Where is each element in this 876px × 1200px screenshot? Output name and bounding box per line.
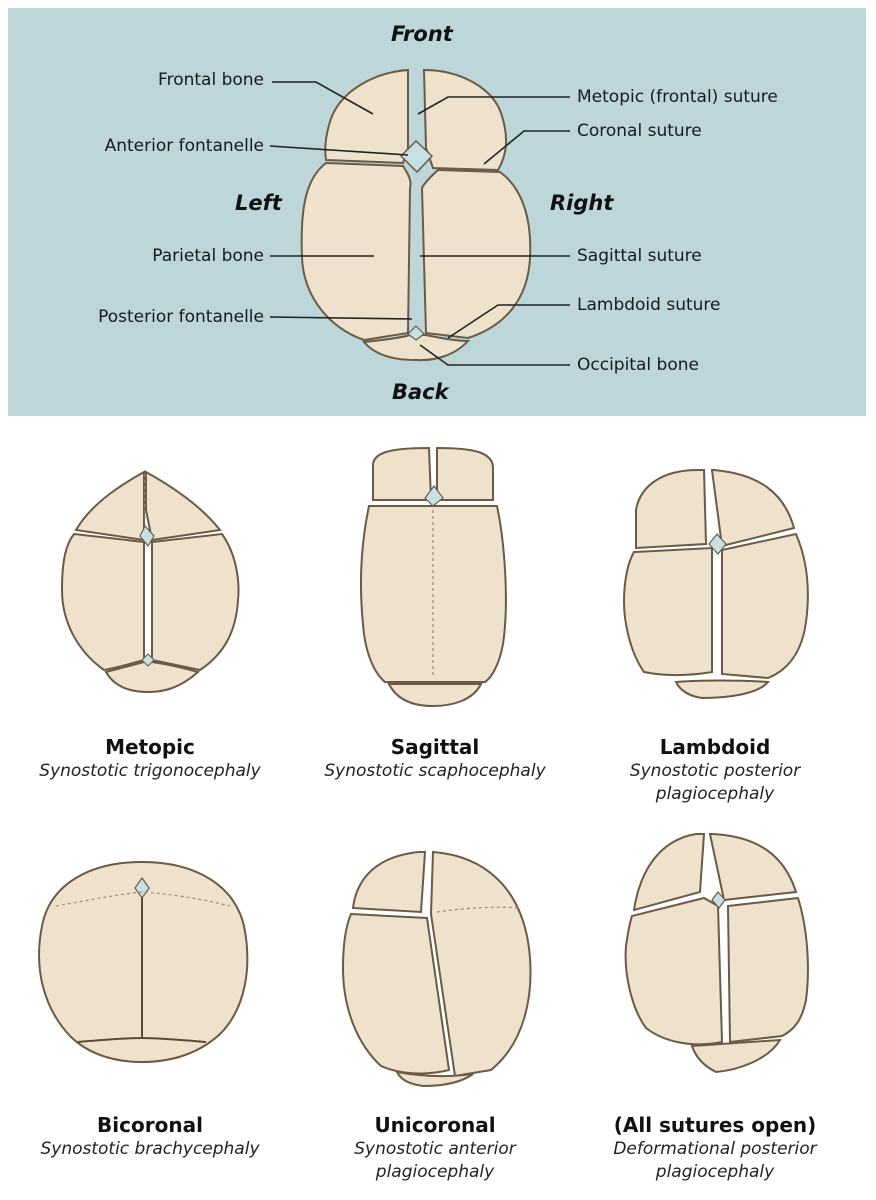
anterior-fontanelle bbox=[134, 876, 150, 900]
caption-title: Sagittal bbox=[390, 735, 480, 759]
caption-subtitle: Synostotic brachycephaly bbox=[40, 1139, 260, 1159]
caption-subtitle-line-1: Synostotic posterior bbox=[629, 761, 801, 781]
frontal-bone-right bbox=[145, 470, 222, 542]
frontal-bone-right bbox=[436, 446, 494, 501]
caption-title: Bicoronal bbox=[97, 1113, 203, 1137]
caption-sagittal: Sagittal Synostotic scaphocephaly bbox=[290, 734, 580, 783]
parietal-bone-right bbox=[726, 896, 809, 1044]
label-front: Front bbox=[391, 22, 453, 46]
frontal-bone-right bbox=[710, 469, 796, 548]
label-occipital-bone: Occipital bone bbox=[577, 355, 699, 375]
label-right: Right bbox=[550, 191, 614, 215]
caption-title: Lambdoid bbox=[659, 735, 771, 759]
caption-unicoronal: Unicoronal Synostotic anterior plagiocep… bbox=[290, 1112, 580, 1184]
occipital-bone bbox=[362, 334, 471, 362]
caption-all-sutures-open: (All sutures open) Deformational posteri… bbox=[570, 1112, 860, 1184]
anatomy-panel: Front Back Left Right Frontal bone An bbox=[8, 8, 866, 416]
leader-anterior-fontanelle bbox=[269, 145, 409, 156]
parietal-bone-left bbox=[622, 546, 713, 676]
occipital-bone bbox=[674, 679, 771, 700]
caption-subtitle-line-2: plagiocephaly bbox=[655, 784, 775, 804]
caption-subtitle-line-2: plagiocephaly bbox=[655, 1162, 775, 1182]
label-frontal-bone: Frontal bone bbox=[158, 70, 264, 90]
posterior-fontanelle bbox=[141, 653, 155, 667]
occipital-bone bbox=[104, 661, 201, 694]
leader-lambdoid-suture bbox=[447, 304, 570, 339]
caption-subtitle: Synostotic scaphocephaly bbox=[324, 761, 546, 781]
skull-bicoronal bbox=[38, 860, 249, 1064]
posterior-fontanelle bbox=[407, 325, 425, 341]
anterior-fontanelle bbox=[708, 533, 727, 555]
leader-frontal-bone bbox=[272, 81, 374, 115]
frontal-bone-left bbox=[371, 446, 433, 501]
frontal-bone-left bbox=[74, 470, 145, 542]
frontal-bone-left bbox=[632, 833, 706, 912]
skull-unicoronal bbox=[341, 850, 532, 1088]
parietal-bone-right bbox=[151, 532, 240, 672]
leader-occipital-bone bbox=[419, 344, 570, 366]
skull-sagittal bbox=[360, 446, 507, 708]
label-back: Back bbox=[392, 380, 449, 404]
anterior-fontanelle bbox=[711, 891, 726, 909]
parietal-bone-left bbox=[341, 912, 451, 1075]
label-parietal-bone: Parietal bone bbox=[152, 246, 264, 266]
caption-subtitle-line-1: Synostotic anterior bbox=[354, 1139, 516, 1159]
frontal-bone-right bbox=[708, 833, 798, 902]
label-left: Left bbox=[235, 191, 282, 215]
lambdoid-suture bbox=[77, 1036, 207, 1043]
frontal-bone-right bbox=[422, 68, 508, 172]
skull-metopic bbox=[60, 470, 240, 694]
caption-lambdoid: Lambdoid Synostotic posterior plagioceph… bbox=[570, 734, 860, 806]
frontal-bone-left bbox=[351, 851, 427, 914]
frontal-bone-left bbox=[324, 68, 409, 165]
fused-coronal-ridge bbox=[436, 906, 522, 913]
skull-all-sutures-open bbox=[624, 833, 809, 1074]
anterior-fontanelle bbox=[399, 139, 434, 174]
frontal-bone-left bbox=[635, 469, 708, 550]
parietal-bone-right bbox=[420, 168, 532, 340]
label-sagittal-suture: Sagittal suture bbox=[577, 246, 702, 266]
caption-title: (All sutures open) bbox=[613, 1113, 817, 1137]
caption-title: Metopic bbox=[105, 735, 195, 759]
anterior-fontanelle bbox=[424, 485, 444, 507]
parietal-bone-left bbox=[624, 896, 724, 1046]
parietal-bone-left bbox=[60, 532, 145, 672]
anatomy-skull-diagram bbox=[269, 68, 570, 366]
leader-metopic-suture bbox=[417, 96, 570, 115]
anterior-fontanelle bbox=[139, 524, 155, 548]
occipital-bone bbox=[395, 1070, 474, 1088]
parietal-bone-right bbox=[721, 532, 809, 680]
skull-lambdoid bbox=[622, 469, 809, 700]
occipital-bone bbox=[387, 683, 483, 708]
skull-outline bbox=[38, 860, 249, 1064]
occipital-bone bbox=[690, 1038, 782, 1074]
caption-subtitle-line-2: plagiocephaly bbox=[375, 1162, 495, 1182]
caption-subtitle: Synostotic trigonocephaly bbox=[39, 761, 261, 781]
label-anterior-fontanelle: Anterior fontanelle bbox=[104, 136, 264, 156]
leader-posterior-fontanelle bbox=[269, 316, 413, 320]
leader-coronal-suture bbox=[483, 130, 570, 165]
parietal-bone-left bbox=[300, 161, 412, 342]
label-lambdoid-suture: Lambdoid suture bbox=[577, 295, 721, 315]
label-metopic-suture: Metopic (frontal) suture bbox=[577, 87, 778, 107]
caption-subtitle-line-1: Deformational posterior bbox=[613, 1139, 817, 1159]
label-coronal-suture: Coronal suture bbox=[577, 121, 702, 141]
label-posterior-fontanelle: Posterior fontanelle bbox=[98, 307, 264, 327]
caption-bicoronal: Bicoronal Synostotic brachycephaly bbox=[5, 1112, 295, 1161]
frontal-parietal-right bbox=[429, 850, 532, 1078]
caption-title: Unicoronal bbox=[374, 1113, 496, 1137]
caption-metopic: Metopic Synostotic trigonocephaly bbox=[5, 734, 295, 783]
